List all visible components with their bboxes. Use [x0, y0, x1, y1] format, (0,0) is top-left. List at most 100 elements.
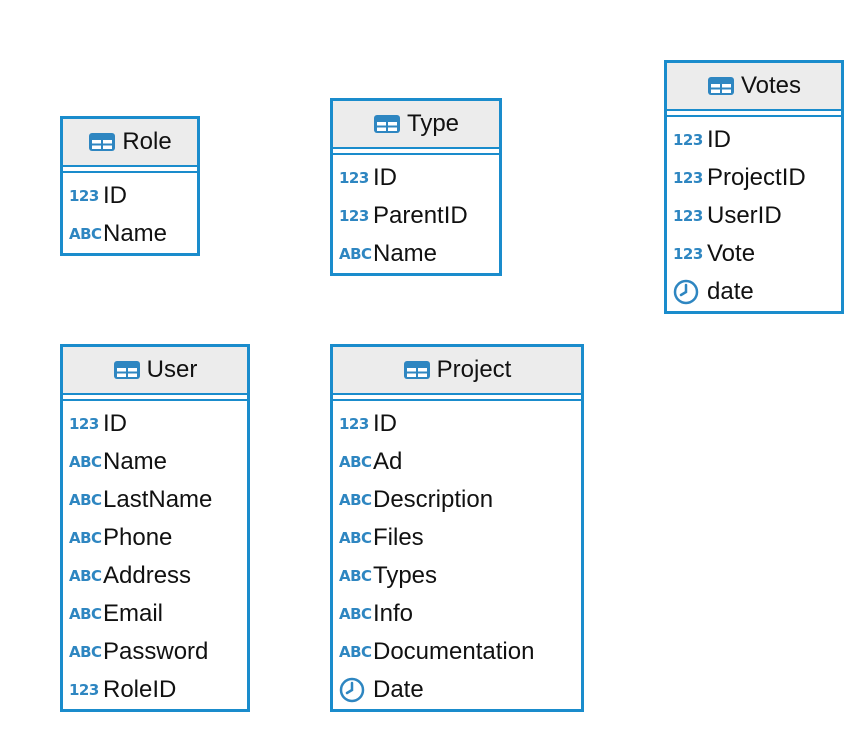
table-icon — [707, 76, 735, 96]
column-row[interactable]: Date — [333, 671, 581, 709]
numeric-type-icon: 123 — [339, 207, 369, 225]
table-icon — [113, 360, 141, 380]
header-divider — [667, 111, 841, 117]
numeric-type-icon: 123 — [69, 681, 99, 699]
table-icon — [403, 360, 431, 380]
numeric-type-icon: 123 — [69, 187, 99, 205]
text-type-icon: ABC — [339, 567, 372, 585]
column-name: Types — [373, 562, 438, 589]
column-name: ProjectID — [707, 164, 806, 191]
entity-header[interactable]: User — [63, 347, 247, 395]
column-name: date — [707, 278, 754, 305]
table-icon — [373, 114, 401, 134]
column-name: ID — [103, 410, 127, 437]
text-type-icon: ABC — [339, 245, 372, 263]
entity-title: Role — [122, 128, 172, 155]
text-type-icon: ABC — [69, 605, 102, 623]
text-type-icon: ABC — [69, 529, 102, 547]
header-divider — [333, 395, 581, 401]
text-type-icon: ABC — [69, 225, 102, 243]
column-name: Email — [103, 600, 164, 627]
column-name: Ad — [373, 448, 403, 475]
table-icon — [88, 132, 116, 152]
entity-header[interactable]: Type — [333, 101, 499, 149]
header-divider — [333, 149, 499, 155]
column-name: RoleID — [103, 676, 177, 703]
text-type-icon: ABC — [339, 643, 372, 661]
column-name: Date — [373, 676, 424, 703]
column-name: Name — [103, 220, 168, 247]
text-type-icon: ABC — [69, 567, 102, 585]
column-name: Address — [103, 562, 192, 589]
entity-header[interactable]: Project — [333, 347, 581, 395]
column-row[interactable]: date — [667, 273, 841, 311]
clock-icon — [673, 279, 707, 305]
entity-header[interactable]: Votes — [667, 63, 841, 111]
header-divider — [63, 395, 247, 401]
column-name: Description — [373, 486, 494, 513]
header-divider — [63, 167, 197, 173]
entity-title: Votes — [740, 72, 802, 99]
column-name: Files — [373, 524, 424, 551]
column-name: LastName — [103, 486, 213, 513]
entity-header[interactable]: Role — [63, 119, 197, 167]
entity-title: Type — [406, 110, 460, 137]
column-name: Phone — [103, 524, 173, 551]
column-name: Vote — [707, 240, 756, 267]
column-name: Name — [373, 240, 438, 267]
column-name: ID — [373, 410, 397, 437]
numeric-type-icon: 123 — [339, 415, 369, 433]
numeric-type-icon: 123 — [673, 169, 703, 187]
clock-icon — [339, 677, 373, 703]
numeric-type-icon: 123 — [673, 131, 703, 149]
text-type-icon: ABC — [69, 643, 102, 661]
column-name: UserID — [707, 202, 782, 229]
column-name: Password — [103, 638, 209, 665]
numeric-type-icon: 123 — [673, 245, 703, 263]
text-type-icon: ABC — [69, 491, 102, 509]
text-type-icon: ABC — [69, 453, 102, 471]
column-name: ID — [373, 164, 397, 191]
column-name: ParentID — [373, 202, 468, 229]
entity-title: Project — [436, 356, 512, 383]
numeric-type-icon: 123 — [673, 207, 703, 225]
text-type-icon: ABC — [339, 605, 372, 623]
entity-title: User — [146, 356, 198, 383]
column-name: Documentation — [373, 638, 535, 665]
column-name: Name — [103, 448, 168, 475]
column-name: Info — [373, 600, 414, 627]
